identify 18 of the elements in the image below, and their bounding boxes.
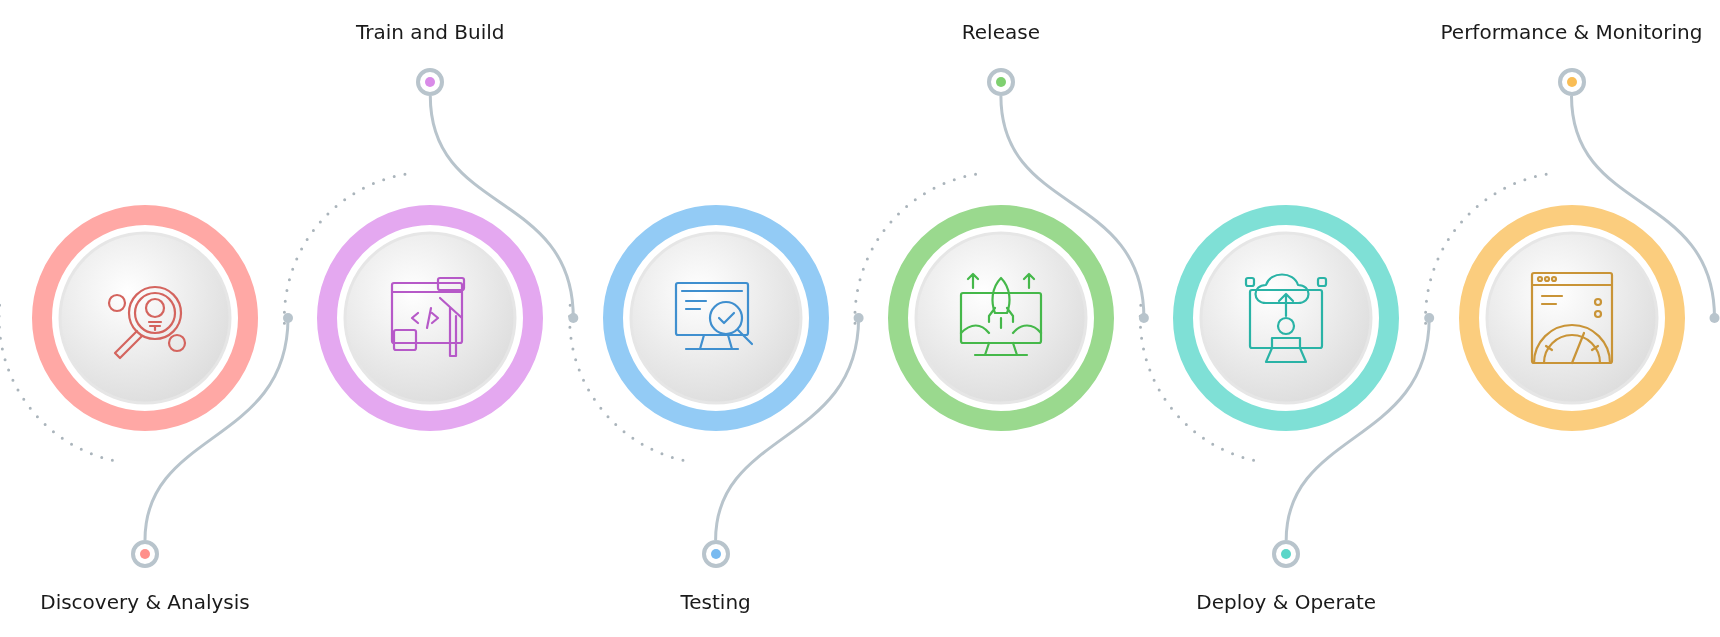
- step-label: Discovery & Analysis: [40, 590, 250, 614]
- step-circle: [601, 204, 830, 432]
- step-label: Train and Build: [356, 20, 505, 44]
- connector-line: [714, 313, 864, 541]
- step-circle: [886, 204, 1115, 432]
- connector-line: [1570, 95, 1720, 323]
- connector-line: [1284, 313, 1435, 541]
- step-label: Deploy & Operate: [1196, 590, 1377, 614]
- step-circle: [1457, 204, 1686, 432]
- step-label: Performance & Monitoring: [1440, 20, 1703, 44]
- connector-line: [428, 95, 579, 323]
- step-label: Testing: [680, 590, 751, 614]
- step-circle: [1172, 204, 1401, 432]
- connector-line: [999, 95, 1149, 323]
- connector-line: [143, 313, 293, 541]
- step-circle: [316, 204, 545, 432]
- step-circle: [31, 204, 259, 432]
- step-label: Release: [961, 20, 1040, 44]
